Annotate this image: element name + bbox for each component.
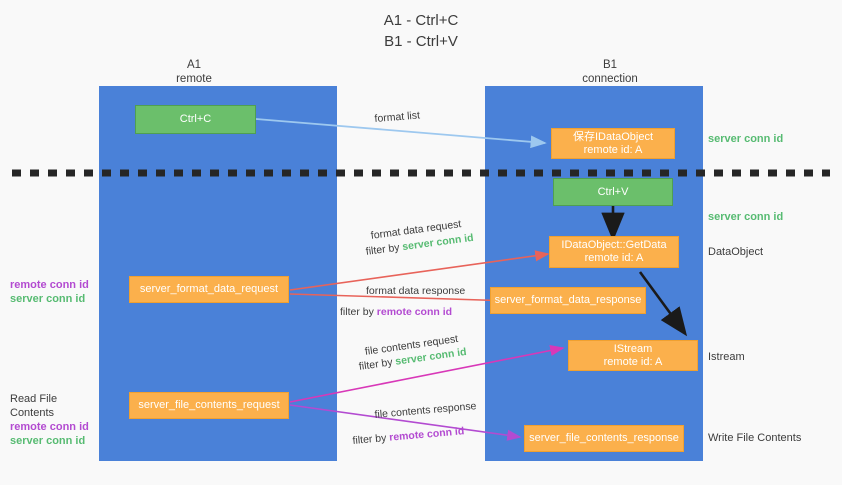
node-idataobject-getdata[interactable]: IDataObject::GetData remote id: A bbox=[549, 236, 679, 268]
left-label-file-server-conn-id: server conn id bbox=[10, 435, 86, 447]
filter-prefix: filter by bbox=[365, 241, 404, 258]
node-server-format-data-response[interactable]: server_format_data_response bbox=[490, 287, 646, 314]
node-save-idataobject[interactable]: 保存IDataObject remote id: A bbox=[551, 128, 675, 159]
node-istream[interactable]: IStream remote id: A bbox=[568, 340, 698, 371]
node-server-format-data-request[interactable]: server_format_data_request bbox=[129, 276, 289, 303]
filter-prefix: filter by bbox=[340, 306, 377, 318]
panel-header-b1: B1 connection bbox=[582, 59, 638, 85]
edge-label-format-data-response-filter: filter by remote conn id bbox=[340, 305, 452, 319]
node-server-file-contents-response[interactable]: server_file_contents_response bbox=[524, 425, 684, 452]
edge-label-file-contents-response-filter: filter by remote conn id bbox=[352, 424, 465, 448]
right-label-istream: Istream bbox=[708, 351, 745, 363]
right-label-write-file-contents: Write File Contents bbox=[708, 432, 802, 444]
edge-label-format-data-response: format data response bbox=[366, 285, 466, 297]
filter-prefix: filter by bbox=[358, 355, 397, 373]
left-label-file-group: Read File Contents remote conn id server… bbox=[10, 392, 102, 448]
right-label-dataobject: DataObject bbox=[708, 246, 764, 258]
edge-label-format-list: format list bbox=[374, 109, 421, 125]
node-ctrl-v[interactable]: Ctrl+V bbox=[553, 178, 673, 206]
filter-key-remote-conn-id: remote conn id bbox=[388, 425, 465, 444]
right-label-server-conn-id-top: server conn id bbox=[708, 133, 784, 145]
left-label-format-remote-conn-id: remote conn id bbox=[10, 279, 89, 291]
right-label-server-conn-id-mid: server conn id bbox=[708, 211, 784, 223]
panel-header-a1: A1 remote bbox=[176, 59, 212, 85]
filter-key-remote-conn-id: remote conn id bbox=[376, 306, 453, 318]
left-label-format-server-conn-id: server conn id bbox=[10, 293, 86, 305]
filter-prefix: filter by bbox=[352, 431, 390, 447]
edge-label-file-contents-response: file contents response bbox=[374, 400, 477, 421]
node-server-file-contents-request[interactable]: server_file_contents_request bbox=[129, 392, 289, 419]
node-ctrl-c[interactable]: Ctrl+C bbox=[135, 105, 256, 134]
page-title: A1 - Ctrl+C B1 - Ctrl+V bbox=[383, 12, 459, 50]
left-label-read-file-contents: Read File Contents bbox=[10, 393, 58, 419]
left-label-format-group: remote conn id server conn id bbox=[10, 278, 98, 306]
left-label-file-remote-conn-id: remote conn id bbox=[10, 421, 89, 433]
